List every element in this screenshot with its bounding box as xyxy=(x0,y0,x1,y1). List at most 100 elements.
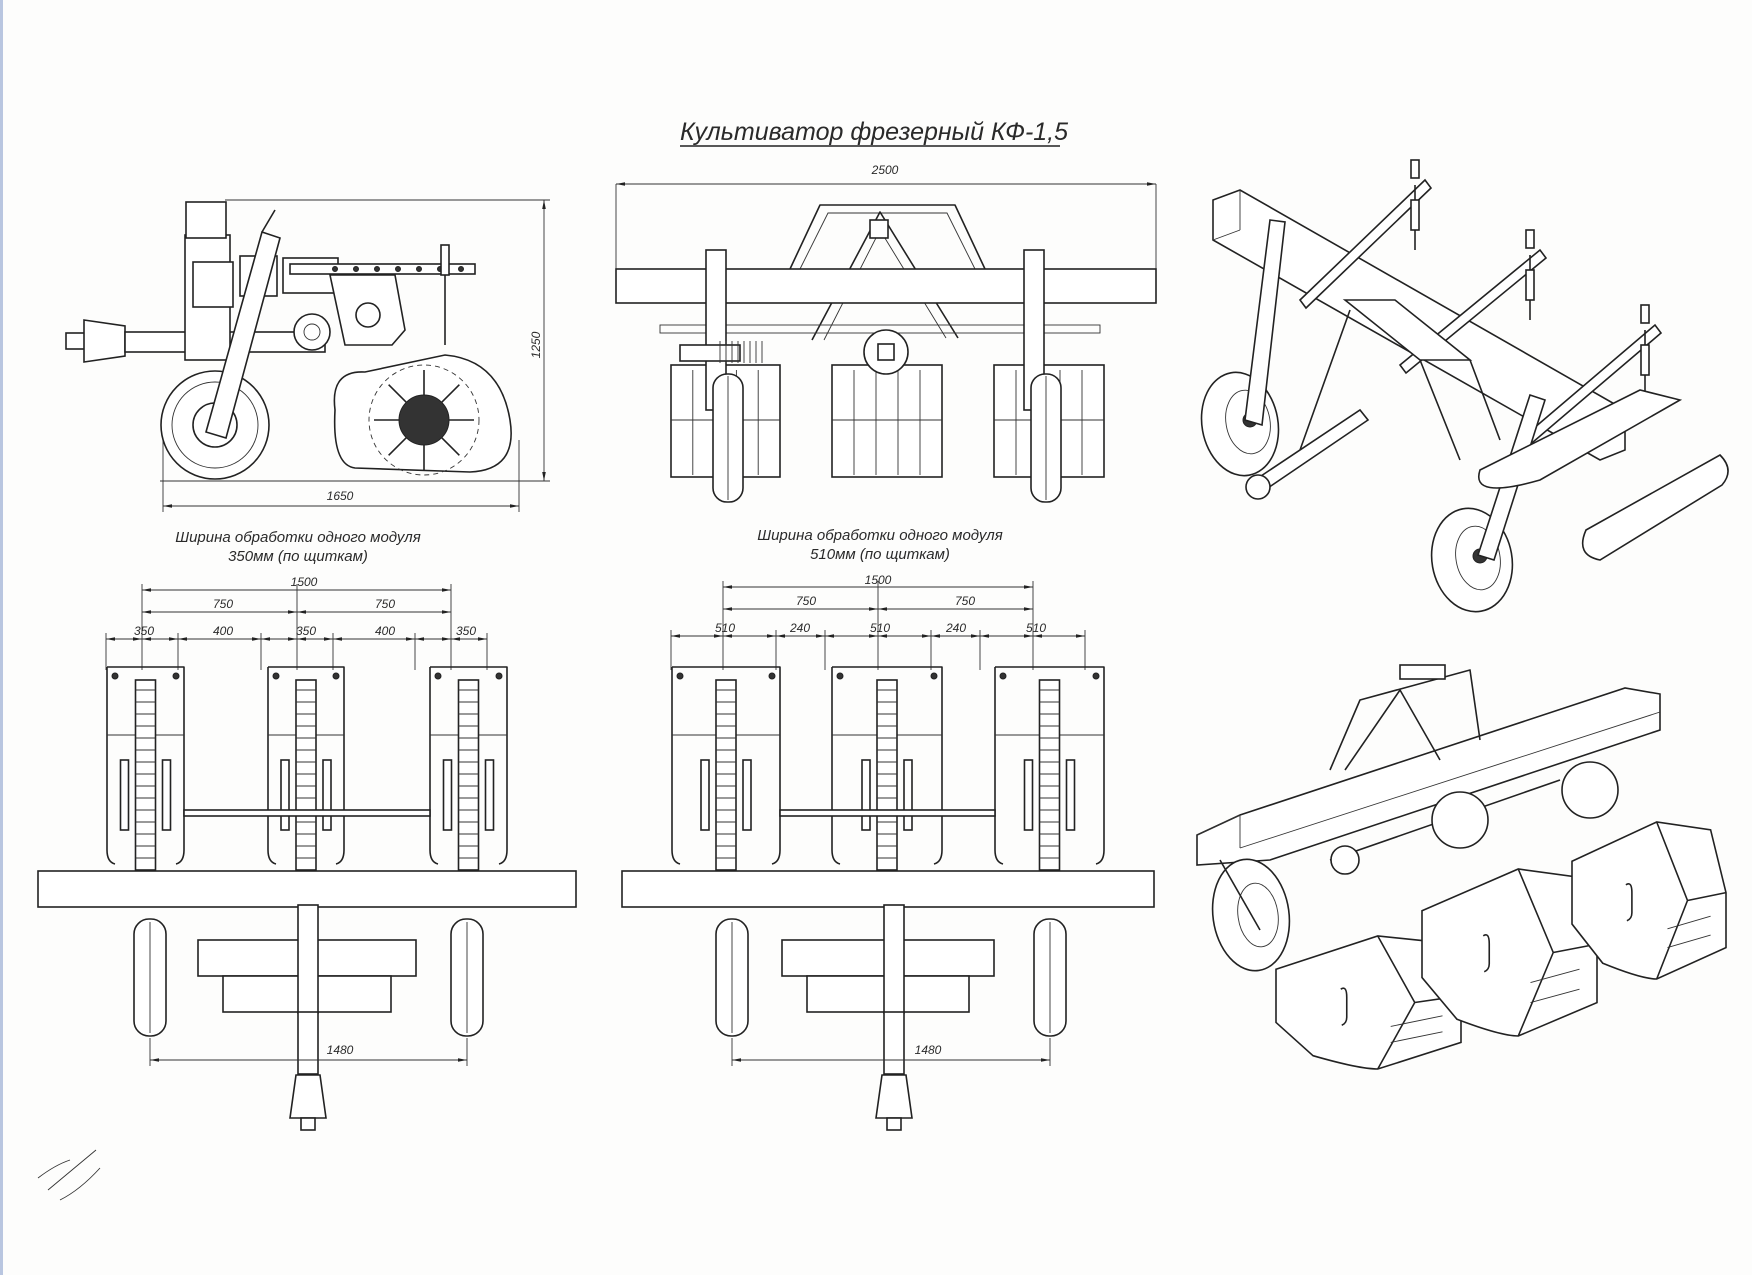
shield-marking xyxy=(1530,968,1580,983)
support-wheel-rim xyxy=(171,381,259,469)
adjusting-screw xyxy=(1410,159,1420,179)
rotor-shaft xyxy=(134,679,157,871)
plan350-segment-dim-label: 400 xyxy=(375,624,395,638)
side-plate xyxy=(1065,759,1076,831)
drawbar-post xyxy=(883,904,905,1014)
spring xyxy=(1525,269,1535,301)
bolt xyxy=(111,672,119,680)
bar-hole xyxy=(374,266,380,272)
adjusting-screw xyxy=(1525,229,1535,249)
drive-shaft xyxy=(183,809,431,817)
bar-hole xyxy=(458,266,464,272)
bar-hole xyxy=(332,266,338,272)
hitch-triangle xyxy=(1344,689,1441,771)
pto-cone-icon xyxy=(289,1074,327,1119)
plan350-caption-line2: 350мм (по щиткам) xyxy=(228,548,368,565)
bolt xyxy=(768,672,776,680)
main-beam xyxy=(37,870,577,908)
hitch-pin-box xyxy=(869,219,889,239)
shield-outline xyxy=(831,666,943,865)
a-frame-legs xyxy=(1299,309,1501,461)
shield-marking xyxy=(1530,988,1580,1004)
shield-marking xyxy=(1390,1031,1443,1043)
bolt xyxy=(434,672,442,680)
frame-top-box xyxy=(185,201,227,239)
rotor-knife xyxy=(438,384,460,406)
plan510-half-dim-label: 750 xyxy=(796,594,816,608)
handwritten-mark xyxy=(37,1149,101,1201)
bolt xyxy=(836,672,844,680)
handwritten-mark-stroke xyxy=(37,1149,101,1201)
support-wheel-tire xyxy=(1200,371,1280,477)
tiller-module xyxy=(831,364,943,478)
wheel-adjuster xyxy=(261,209,276,233)
spring xyxy=(1410,199,1420,231)
front-view xyxy=(615,182,1157,503)
main-beam xyxy=(621,870,1155,908)
drawbar xyxy=(883,1011,905,1075)
rotor-knife xyxy=(388,434,410,456)
side-plate xyxy=(322,759,332,831)
wheel-fork-leg xyxy=(1244,219,1286,427)
scan-edge xyxy=(0,0,3,1275)
plan510-caption-line1: Ширина обработки одного модуля xyxy=(757,527,1002,544)
side-plate xyxy=(119,759,130,831)
drawing-title: Культиватор фрезерный КФ-1,5 xyxy=(680,118,1068,146)
spring xyxy=(440,244,450,276)
shield-rear xyxy=(1581,454,1729,561)
bolt xyxy=(272,672,280,680)
side-plate xyxy=(903,759,913,831)
plan510-wheel-track-label: 1480 xyxy=(915,1043,942,1057)
support-wheel-rim xyxy=(1455,525,1501,591)
bar-hole xyxy=(395,266,401,272)
gearbox-shaft xyxy=(303,323,321,341)
shield-rear xyxy=(1478,389,1683,489)
adjusting-arm xyxy=(1298,178,1433,310)
pto-cone-icon xyxy=(83,319,126,363)
isometric-view-front xyxy=(1196,664,1727,1070)
side-plate xyxy=(161,759,172,831)
beam-edge xyxy=(1196,814,1241,836)
rotor-hub xyxy=(1330,845,1360,875)
main-beam xyxy=(615,268,1157,304)
side-height-dim-label: 1250 xyxy=(529,331,543,358)
plan510-segment-dim-label: 240 xyxy=(789,621,810,635)
rotor-knife xyxy=(438,434,460,456)
side-plate xyxy=(742,759,752,831)
support-wheel-rim xyxy=(1225,389,1271,455)
bolt xyxy=(930,672,938,680)
shield-outline xyxy=(671,666,781,865)
plan350-segment-dim-label: 350 xyxy=(296,624,316,638)
shield-marking xyxy=(1667,934,1711,949)
shield-outline xyxy=(429,666,508,865)
drawbar-post xyxy=(297,904,319,1014)
side-plate xyxy=(442,759,453,831)
bolt xyxy=(332,672,340,680)
plan-view-510 xyxy=(621,581,1155,1131)
isometric-view-rear xyxy=(1200,159,1729,613)
rotor-shaft xyxy=(876,679,898,871)
shield-edges xyxy=(1655,821,1727,980)
plan350-segment-dim-label: 350 xyxy=(134,624,154,638)
pto-shaft-end xyxy=(886,1117,902,1131)
plan510-half-dim-label: 750 xyxy=(955,594,975,608)
shield-outline xyxy=(106,666,185,865)
bolt xyxy=(1092,672,1100,680)
side-plate xyxy=(280,759,290,831)
gearbox xyxy=(293,313,331,351)
front-width-dim-label: 2500 xyxy=(871,163,899,177)
bar-hole xyxy=(353,266,359,272)
pto-shaft-end xyxy=(65,332,87,350)
wheel-fork-leg xyxy=(1219,859,1261,931)
drawbar xyxy=(297,1011,319,1075)
rotor-disc xyxy=(1431,791,1489,849)
a-frame xyxy=(1329,669,1481,771)
shield-handle-icon xyxy=(1625,883,1633,922)
plan350-half-dim-label: 750 xyxy=(375,597,395,611)
side-plate xyxy=(484,759,495,831)
adjusting-bar xyxy=(289,263,476,275)
gearbox-shaft xyxy=(877,343,895,361)
a-frame-top xyxy=(1399,664,1446,680)
bolt xyxy=(172,672,180,680)
